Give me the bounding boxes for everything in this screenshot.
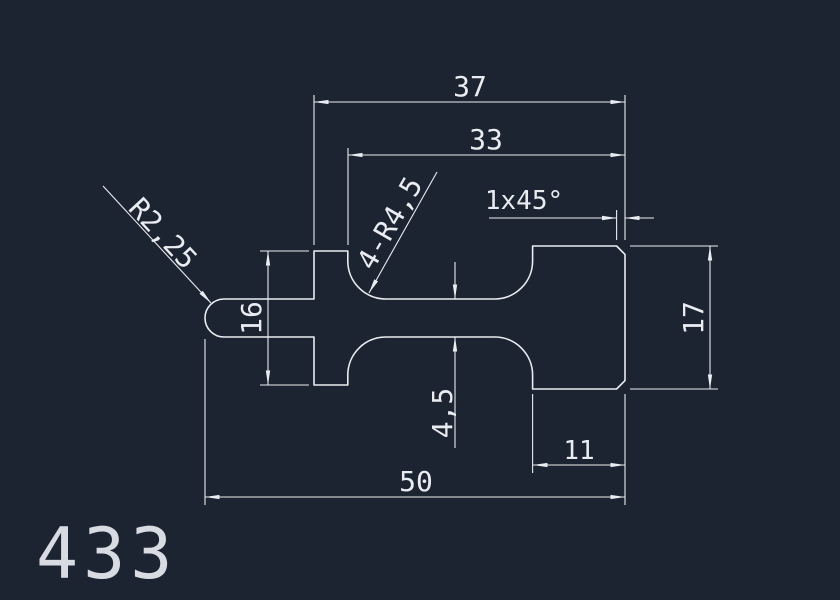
dim-text-flange-width: 11 <box>563 436 594 466</box>
drawing-number: 433 <box>36 513 177 595</box>
dim-text-inner-width: 33 <box>469 123 503 156</box>
dim-text-flange-height: 17 <box>677 301 710 335</box>
leader-fillet-radius <box>368 171 438 294</box>
dim-text-upper-width: 37 <box>453 70 487 103</box>
part-outline <box>204 245 626 390</box>
dimension-lines <box>102 95 718 505</box>
part-geometry <box>204 245 626 390</box>
dim-text-web-thickness: 4,5 <box>426 388 459 439</box>
dim-text-overall-width: 50 <box>399 465 433 498</box>
dim-text-bar-height: 16 <box>235 301 268 335</box>
dim-text-chamfer: 1x45° <box>485 186 563 216</box>
leader-nose-radius <box>102 185 212 304</box>
